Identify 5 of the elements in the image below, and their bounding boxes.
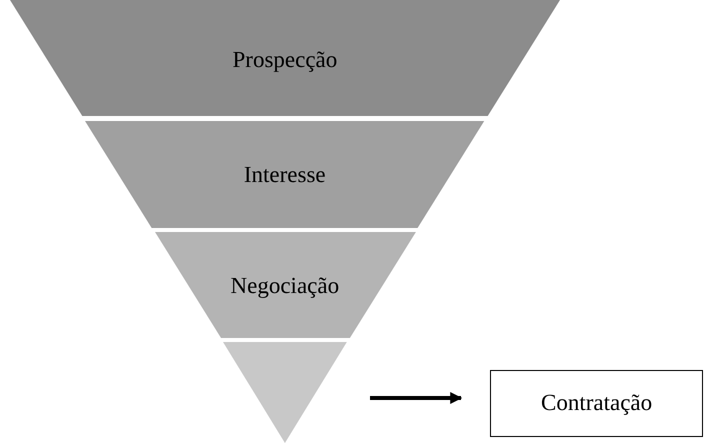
stage-label: Contratação bbox=[541, 390, 652, 416]
stage-label: Negociação bbox=[230, 273, 340, 299]
arrow bbox=[370, 392, 462, 404]
stage-label: Prospecção bbox=[232, 47, 338, 73]
stage-label: Interesse bbox=[244, 162, 326, 188]
